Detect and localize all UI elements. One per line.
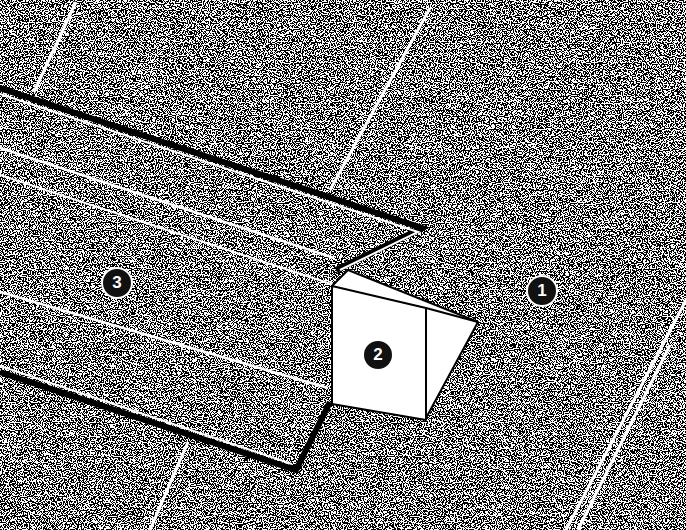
shingle-joints bbox=[34, 2, 686, 530]
callout-number: 1 bbox=[526, 275, 558, 307]
callout-number: 3 bbox=[101, 267, 133, 299]
callout-number: 2 bbox=[362, 339, 394, 371]
wedge-block bbox=[332, 270, 478, 420]
